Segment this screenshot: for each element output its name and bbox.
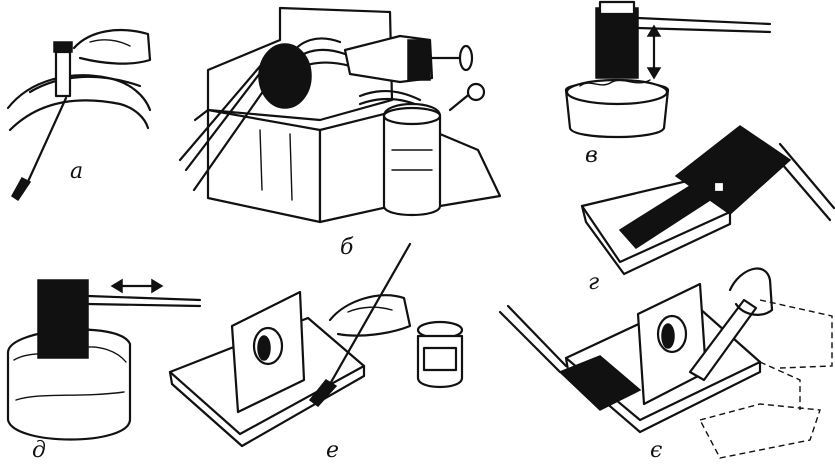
panel-g-handle-1	[768, 148, 832, 222]
panel-d-block-texture-2	[15, 391, 125, 401]
panel-b-rod-2	[192, 68, 280, 192]
panel-a-hand	[72, 28, 152, 65]
panel-e-drawing	[168, 242, 464, 448]
panel-b-torch-band	[407, 39, 431, 81]
panel-d-iron-head	[37, 279, 89, 359]
panel-v-iron-head	[595, 7, 639, 79]
panel-v-arrow-up	[646, 24, 662, 37]
panel-e-brush-handle	[328, 242, 412, 386]
panel-a-rod	[24, 96, 68, 188]
panel-a-sheet-bottom	[8, 99, 150, 132]
panel-e-finger	[347, 306, 393, 313]
panel-a-clamp	[54, 50, 72, 98]
panel-b-rod-1	[184, 58, 272, 172]
label-panel-a: а	[70, 159, 84, 184]
panel-a-sheet-curve	[28, 75, 142, 94]
panel-b-tank-knob	[466, 82, 486, 102]
panel-ye-hand	[728, 267, 774, 316]
panel-b-tank-rings	[391, 149, 433, 171]
panel-b-tank	[382, 102, 442, 216]
panel-b-tank-top	[382, 106, 442, 126]
panel-d-drawing	[6, 278, 202, 441]
panel-e-hole-shadow	[257, 335, 271, 361]
panel-g-handle-2	[778, 142, 835, 210]
label-panel-b: б	[340, 235, 354, 260]
panel-b-box-side	[318, 110, 394, 224]
panel-b-hose-1	[358, 89, 422, 102]
panel-b-rod-3	[178, 62, 264, 162]
panel-ye-dashed-link	[759, 361, 801, 410]
panel-b-tank-handle	[438, 132, 502, 208]
panel-d-arrow-right	[151, 278, 164, 294]
panel-g-drawing	[580, 125, 835, 276]
panel-ye-handle-2	[506, 304, 568, 368]
panel-a-finger	[89, 39, 131, 47]
panel-v-iron-cap	[598, 0, 636, 16]
panel-ye-iron-head	[558, 355, 642, 411]
panel-g-tray-edge	[580, 204, 732, 276]
panel-b-flame-2	[290, 48, 347, 64]
panel-v-handle-top	[636, 16, 772, 26]
panel-b-box-front	[206, 108, 322, 224]
panel-v-drawing	[564, 0, 772, 139]
panel-d-arrow-left	[110, 278, 123, 294]
panel-v-bubbles	[579, 79, 651, 87]
panel-e-brush-tip	[308, 379, 338, 408]
panel-d-handle-bottom	[86, 302, 202, 308]
label-panel-v: в	[585, 143, 598, 168]
panel-g-iron-body	[674, 125, 792, 215]
panel-e-base-edge	[168, 364, 366, 448]
panel-g-iron-window	[712, 180, 726, 194]
panel-b-box-grain	[259, 129, 293, 201]
label-panel-ye: є	[650, 438, 663, 463]
panel-ye-stick	[688, 298, 758, 382]
label-panel-e: е	[326, 438, 340, 463]
panel-ye-dashed-plate	[698, 403, 821, 459]
panel-b-drawing	[178, 6, 502, 224]
panel-b-flame-1	[288, 37, 342, 58]
panel-v-arrow-down	[646, 67, 662, 80]
panel-a-clamp-head	[53, 41, 73, 53]
panel-v-bath-rim	[565, 78, 669, 106]
panel-a-drawing	[6, 28, 152, 202]
panel-d-handle-top	[86, 294, 202, 302]
panel-a-rod-tip	[11, 177, 32, 202]
panel-ye-drawing	[498, 267, 833, 459]
label-panel-d: д	[32, 438, 46, 463]
panel-ye-handle-1	[498, 310, 562, 374]
panel-b-flame-3	[292, 61, 352, 72]
panel-v-handle-bottom	[636, 26, 772, 34]
label-panel-g: г	[588, 270, 600, 295]
panel-b-box-flap	[193, 108, 210, 122]
panel-ye-base-edge	[564, 356, 762, 434]
panel-e-hand	[328, 294, 412, 337]
panel-ye-hole-shadow	[661, 323, 675, 349]
panel-e-jar-label	[422, 346, 458, 372]
panel-b-torch-valve	[458, 44, 474, 72]
